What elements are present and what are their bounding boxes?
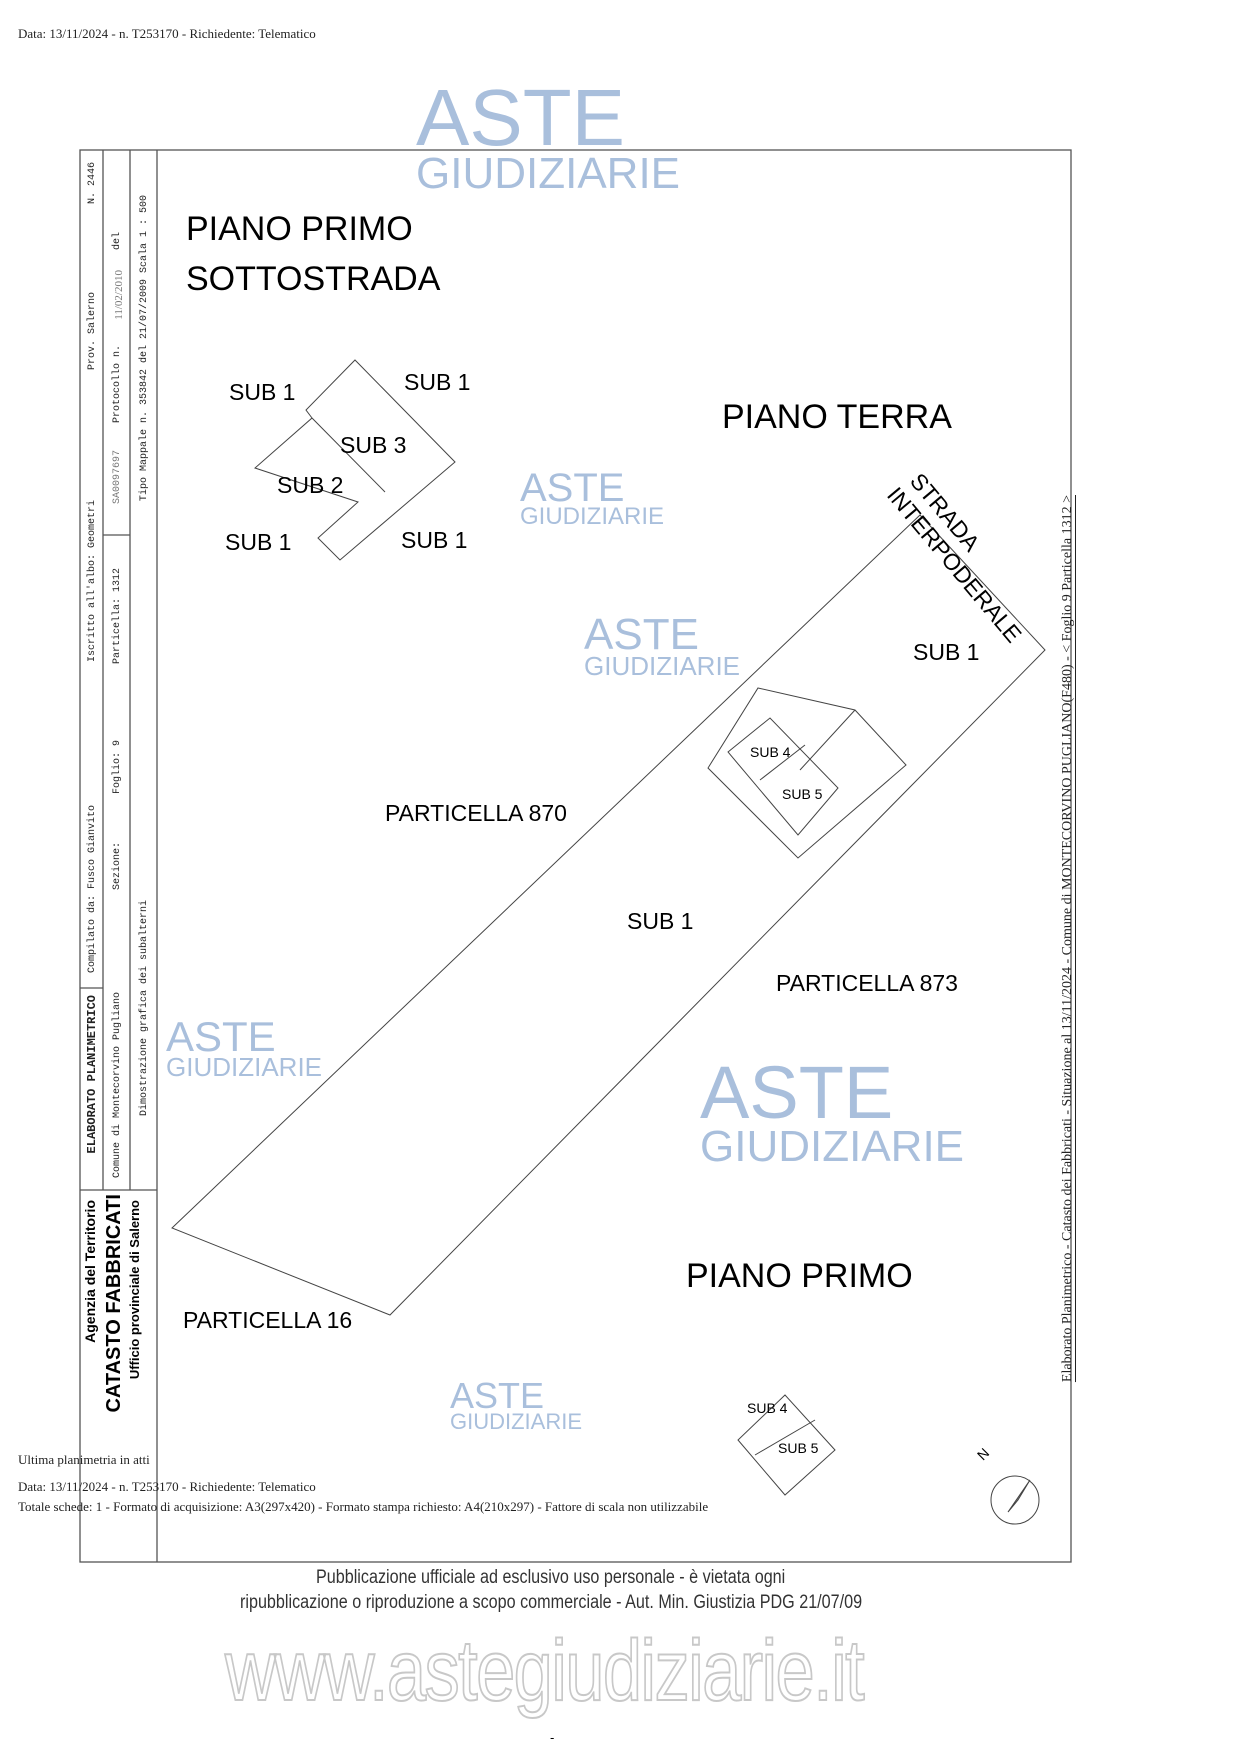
protocollo-del: del xyxy=(112,232,123,251)
label-sub: SUB 5 xyxy=(778,1440,819,1456)
protocollo: Protocollo n. xyxy=(112,345,123,424)
first-floor-plan xyxy=(737,1394,836,1496)
footer-dash: - xyxy=(550,1730,555,1745)
label-sub: SUB 1 xyxy=(401,527,468,553)
compass-needle xyxy=(1007,1479,1031,1513)
compass-rose xyxy=(990,1475,1040,1525)
protocollo-date: 11/02/2010 xyxy=(113,270,125,320)
comune: Comune di Montecorvino Pugliano xyxy=(112,992,123,1179)
sezione: Sezione: xyxy=(112,842,123,891)
label-sub: SUB 5 xyxy=(782,786,823,802)
tipo-mappale: Tipo Mappale n. 353842 del 21/07/2009 Sc… xyxy=(139,195,150,502)
sub4-sub5-block xyxy=(727,717,839,836)
compilato: Compilato da: Fusco Gianvito xyxy=(87,805,98,974)
header-line: Data: 13/11/2024 - n. T253170 - Richiede… xyxy=(18,26,316,41)
label-sub: SUB 4 xyxy=(747,1400,788,1416)
dimostrazione: Dimostrazione grafica dei subalterni xyxy=(139,900,150,1117)
footer-totale: Totale schede: 1 - Formato di acquisizio… xyxy=(18,1499,709,1514)
label-sub: SUB 2 xyxy=(277,472,344,498)
label-sottostrada: SOTTOSTRADA xyxy=(186,260,441,298)
building-ground-floor xyxy=(707,687,907,859)
wall-line xyxy=(311,417,386,493)
wall-line xyxy=(759,744,806,781)
footer-ultima: Ultima planimetria in atti xyxy=(18,1452,150,1467)
label-sub: SUB 1 xyxy=(913,639,980,665)
ufficio: Ufficio provinciale di Salerno xyxy=(127,1200,142,1380)
label-particella: PARTICELLA 870 xyxy=(385,800,567,826)
foglio: Foglio: 9 xyxy=(112,740,123,795)
label-particella: PARTICELLA 873 xyxy=(776,970,958,996)
doc-type: ELABORATO PLANIMETRICO xyxy=(85,995,99,1154)
label-sub: SUB 1 xyxy=(225,529,292,555)
prov: Prov. Salerno xyxy=(87,292,98,371)
label-piano-terra: PIANO TERRA xyxy=(722,398,952,436)
side-note: Elaborato Planimetrico - Catasto dei Fab… xyxy=(1060,495,1075,1383)
parcel-outline xyxy=(171,514,1046,1316)
agenzia: Agenzia del Territorio xyxy=(82,1200,98,1343)
basement-plan xyxy=(254,359,456,561)
label-piano-primo-sottostrada: PIANO PRIMO xyxy=(186,210,413,248)
particella: Particella: 1312 xyxy=(112,568,123,665)
wall-line xyxy=(799,709,856,771)
numero: N. 2446 xyxy=(87,162,98,205)
iscritto: Iscritto all'albo: Geometri xyxy=(87,500,98,663)
publication-notice-line1: Pubblicazione ufficiale ad esclusivo uso… xyxy=(316,1567,786,1588)
label-particella: PARTICELLA 16 xyxy=(183,1307,353,1333)
label-sub: SUB 3 xyxy=(340,432,407,458)
publication-notice-line2: ripubblicazione o riproduzione a scopo c… xyxy=(240,1592,863,1613)
protocollo-num: SA0097697 xyxy=(112,450,123,505)
label-sub: SUB 1 xyxy=(627,908,694,934)
footer-data: Data: 13/11/2024 - n. T253170 - Richiede… xyxy=(18,1479,316,1494)
catasto: CATASTO FABBRICATI xyxy=(103,1194,125,1413)
label-piano-primo: PIANO PRIMO xyxy=(686,1257,913,1295)
wall-line xyxy=(754,1419,816,1456)
sheet-frame xyxy=(79,149,1072,1563)
label-sub: SUB 1 xyxy=(229,379,296,405)
label-sub: SUB 4 xyxy=(750,744,791,760)
label-sub: SUB 1 xyxy=(404,369,471,395)
site-watermark: www.astegiudiziarie.it xyxy=(224,1622,865,1720)
